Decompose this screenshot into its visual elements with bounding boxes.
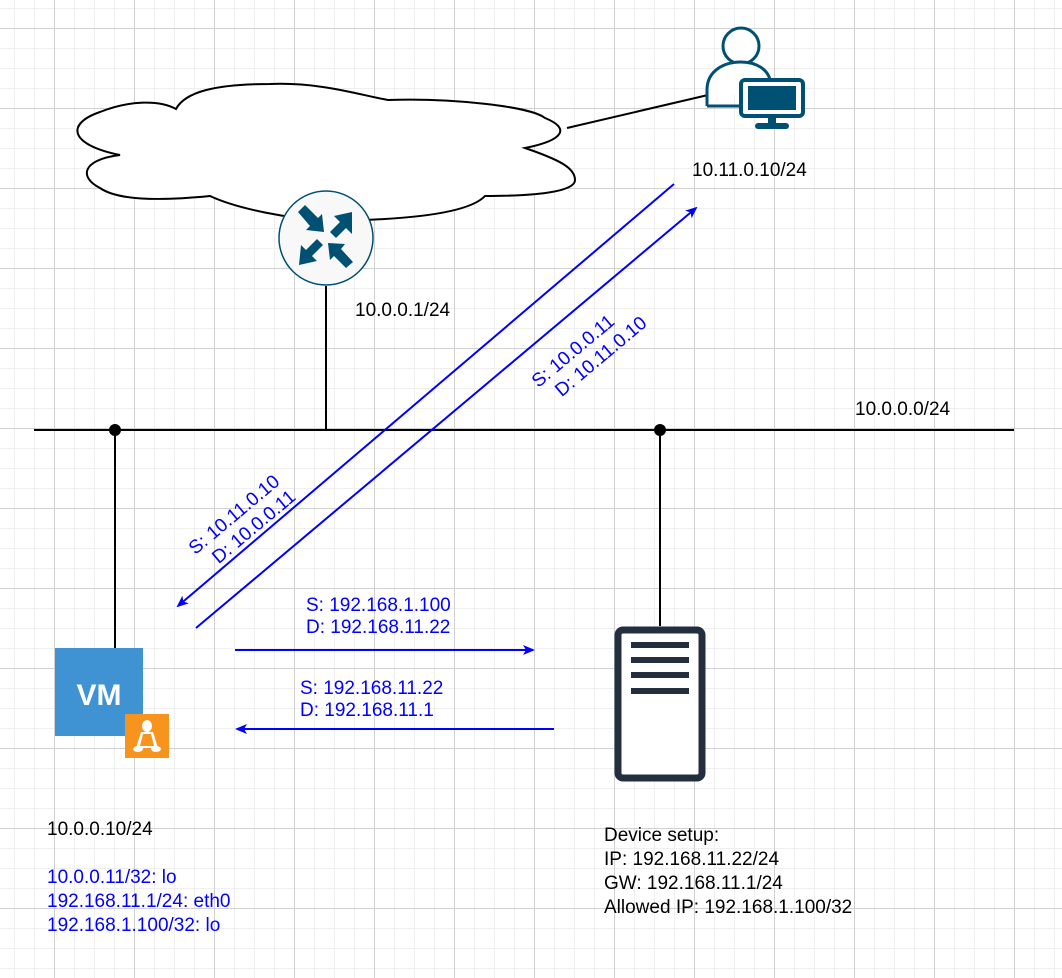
device-setup-allowed-ip: Allowed IP: 192.168.1.100/32	[604, 897, 853, 918]
router-icon[interactable]	[278, 190, 374, 286]
router-ip-label: 10.0.0.1/24	[355, 300, 451, 321]
device-setup-gw: GW: 192.168.11.1/24	[604, 873, 783, 894]
flow-label-vm-to-device: S: 192.168.1.100 D: 192.168.11.22	[306, 595, 451, 639]
device-setup-note: Device setup: IP: 192.168.11.22/24 GW: 1…	[604, 824, 852, 920]
lan-subnet-label: 10.0.0.0/24	[855, 399, 951, 420]
flow-src: S: 192.168.11.22	[300, 678, 444, 699]
device-lan-junction	[654, 424, 666, 436]
vm-interface: 192.168.1.100/32: lo	[47, 915, 221, 936]
vm-badge-text: VM	[77, 679, 122, 712]
user-workstation-icon[interactable]	[705, 26, 805, 129]
device-setup-ip: IP: 192.168.11.22/24	[604, 849, 780, 870]
cloud-icon[interactable]	[76, 82, 577, 224]
flow-src: S: 192.168.1.100	[306, 595, 451, 616]
flow-arrow-user-to-vm	[176, 183, 675, 608]
cloud-to-user-link	[566, 94, 709, 129]
linux-icon	[125, 714, 169, 758]
server-icon[interactable]	[614, 626, 706, 782]
flow-dst: D: 192.168.11.1	[300, 700, 434, 721]
vm-ip-label: 10.0.0.10/24	[47, 819, 153, 840]
device-setup-title: Device setup:	[604, 825, 720, 846]
flow-label-device-to-vm: S: 192.168.11.22 D: 192.168.11.1	[300, 678, 443, 722]
user-ip-label: 10.11.0.10/24	[692, 160, 807, 181]
vm-interface: 10.0.0.11/32: lo	[47, 867, 177, 888]
flow-arrow-vm-to-user	[195, 206, 698, 629]
flow-dst: D: 192.168.11.22	[306, 617, 451, 638]
vm-interface: 192.168.11.1/24: eth0	[47, 891, 231, 912]
vm-interfaces-list: 10.0.0.11/32: lo 192.168.11.1/24: eth0 1…	[47, 866, 230, 938]
vm-lan-junction	[109, 424, 121, 436]
